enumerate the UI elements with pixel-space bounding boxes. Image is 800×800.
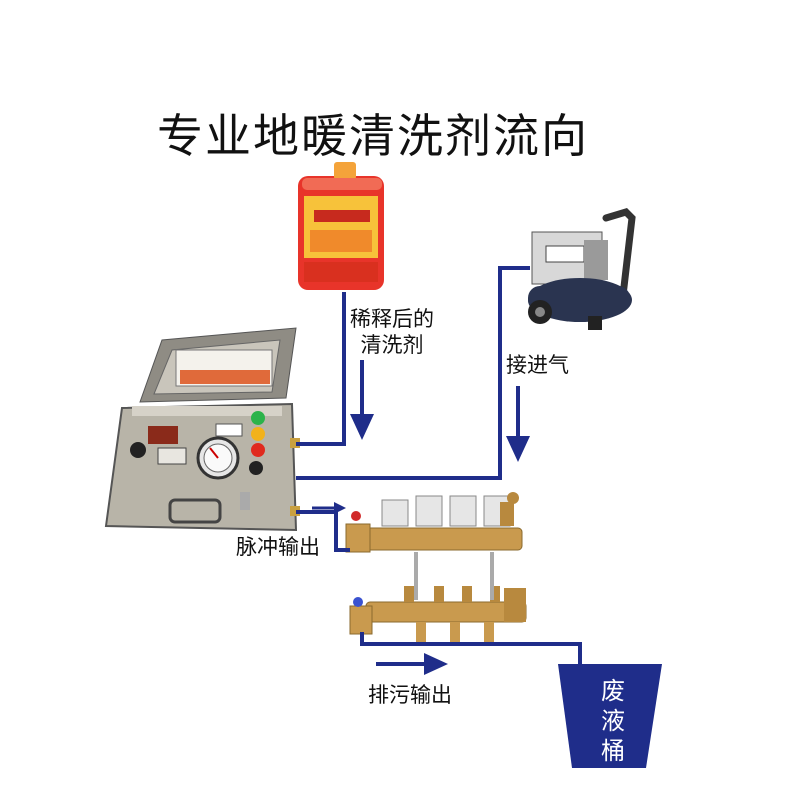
arrow-right-drain (376, 653, 448, 675)
flow-lines (296, 266, 582, 664)
pulse-output-line (296, 510, 350, 552)
drain-output-line (360, 632, 582, 664)
air-supply-line (296, 266, 530, 480)
waste-tank (558, 664, 662, 768)
label-diluted-line2: 清洗剂 (360, 333, 424, 357)
waste-tank-char-2: 液 (601, 707, 625, 735)
label-pulse-output: 脉冲输出 (236, 535, 320, 559)
label-air-intake: 接进气 (506, 353, 569, 377)
page-title: 专业地暖清洗剂流向 (157, 109, 589, 163)
flow-arrows (312, 360, 530, 675)
arrow-down-cleaner (350, 360, 374, 440)
label-diluted-line1: 稀释后的 (350, 307, 434, 331)
waste-tank-char-3: 桶 (601, 737, 625, 765)
waste-tank-label: 废 液 桶 (588, 676, 638, 766)
waste-tank-char-1: 废 (601, 677, 625, 705)
air-compressor (528, 208, 636, 330)
label-drain-output: 排污输出 (368, 683, 452, 707)
label-diluted-cleaner: 稀释后的 清洗剂 (342, 306, 442, 358)
cleaning-machine (104, 327, 300, 532)
upper-manifold (345, 492, 523, 553)
cleaner-bottle (298, 162, 384, 290)
cleaner-supply-line (296, 292, 346, 446)
lower-manifold (349, 552, 527, 642)
arrow-right-pulse (312, 502, 346, 514)
arrow-down-air (506, 386, 530, 462)
